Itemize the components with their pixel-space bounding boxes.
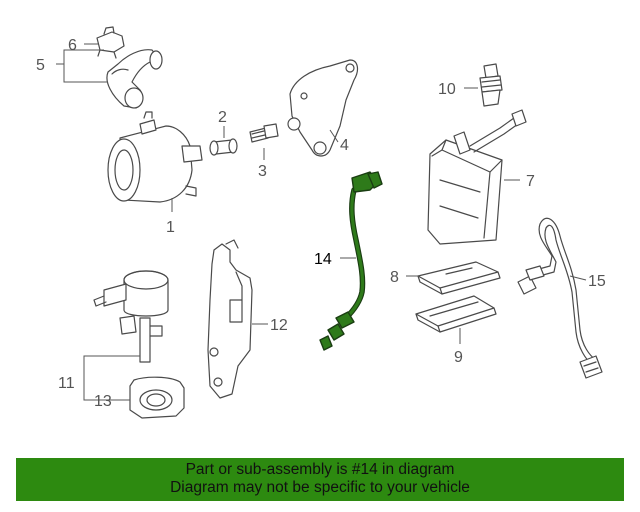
info-banner: Part or sub-assembly is #14 in diagram D… — [16, 458, 624, 501]
label-7: 7 — [526, 173, 535, 190]
label-9: 9 — [454, 349, 463, 366]
banner-line-1: Part or sub-assembly is #14 in diagram — [185, 461, 455, 478]
part-8-pad — [417, 261, 501, 295]
label-11: 11 — [58, 375, 75, 392]
label-4: 4 — [340, 137, 349, 154]
part-10-valve — [479, 63, 503, 107]
part-13-collar — [129, 376, 185, 419]
part-11-solenoid — [93, 270, 169, 363]
part-6-connector — [96, 26, 125, 59]
part-12-bracket — [207, 239, 253, 399]
leader-lines — [56, 43, 587, 401]
part-3-bolt — [249, 123, 279, 143]
part-2-grommet — [209, 138, 238, 156]
label-12: 12 — [270, 317, 288, 334]
label-13: 13 — [94, 393, 112, 410]
label-6: 6 — [68, 37, 77, 54]
label-15: 15 — [588, 273, 606, 290]
part-14-oxygen-sensor-highlighted — [319, 171, 383, 351]
part-5-hose — [106, 49, 163, 109]
part-1-air-pump — [107, 111, 203, 203]
label-5: 5 — [36, 57, 45, 74]
part-4-bracket — [287, 59, 359, 157]
part-labels: 5 6 2 3 4 1 10 7 8 9 15 12 14 11 13 — [36, 37, 606, 410]
label-14: 14 — [314, 251, 332, 268]
parts-diagram: 5 6 2 3 4 1 10 7 8 9 15 12 14 11 13 — [36, 26, 606, 419]
part-7-canister — [427, 109, 527, 245]
label-3: 3 — [258, 163, 267, 180]
part-9-pad — [415, 295, 497, 333]
banner-line-2: Diagram may not be specific to your vehi… — [170, 479, 470, 496]
label-8: 8 — [390, 269, 399, 286]
label-1: 1 — [166, 219, 175, 236]
part-15-oxygen-sensor — [517, 217, 603, 379]
label-10: 10 — [438, 81, 456, 98]
label-2: 2 — [218, 109, 227, 126]
